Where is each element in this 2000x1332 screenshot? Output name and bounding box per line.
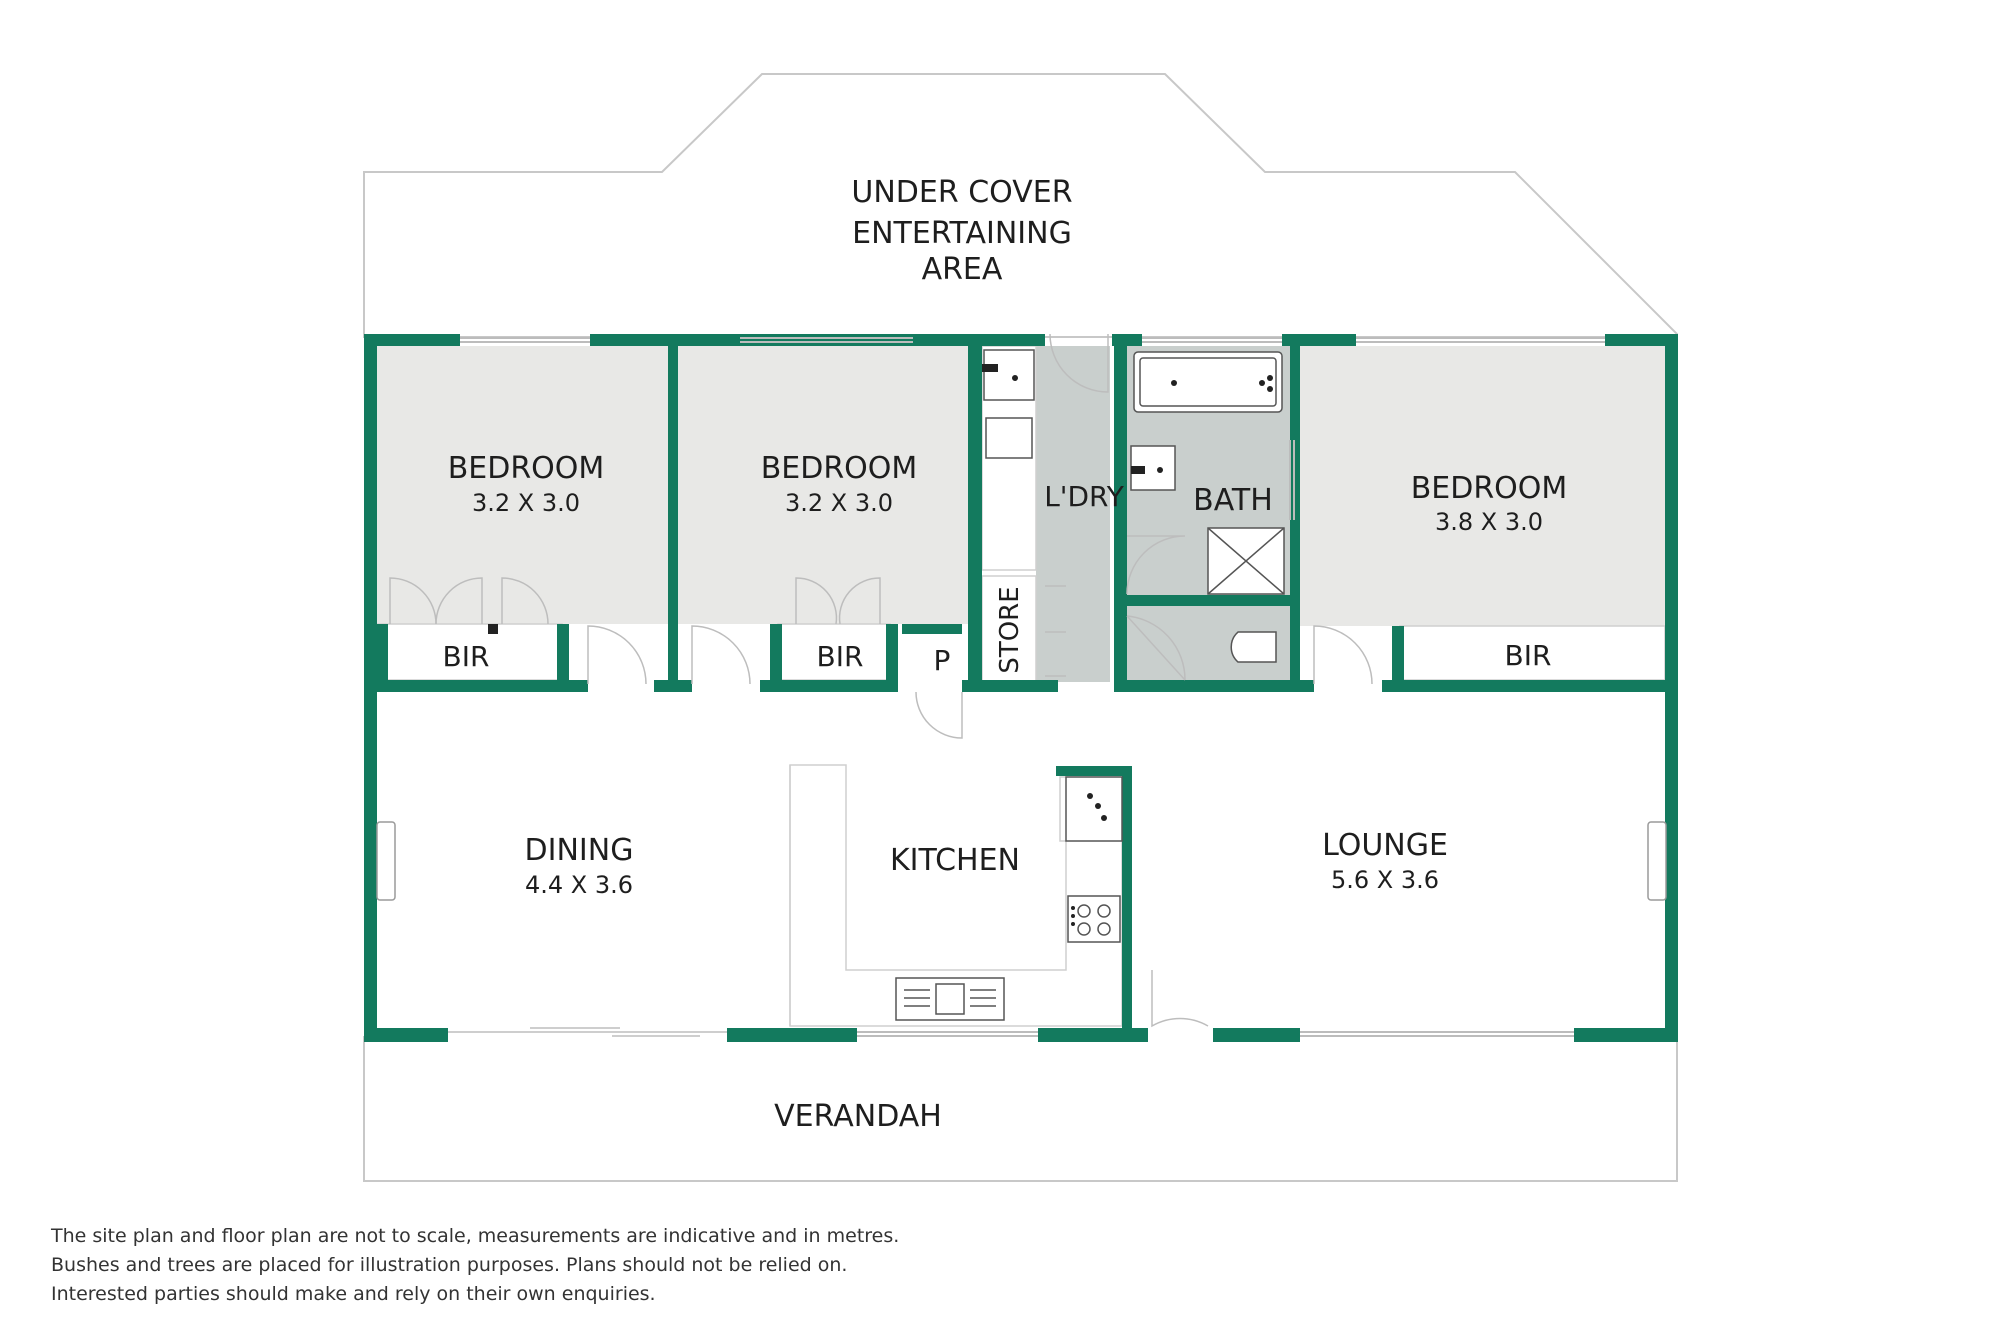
entertaining-label-line3: AREA — [922, 252, 1003, 287]
bedroom-2-name: BEDROOM — [761, 451, 918, 486]
bir-2-outline — [777, 623, 891, 681]
bedroom-3-name: BEDROOM — [1411, 471, 1568, 506]
laundry-fill — [1036, 346, 1110, 682]
lounge-size: 5.6 X 3.6 — [1331, 866, 1439, 894]
dining-name: DINING — [525, 833, 634, 868]
doors — [389, 333, 1373, 1037]
pantry-label: P — [934, 644, 951, 677]
laundry-tub — [983, 349, 1035, 401]
disclaimer-line-2: Bushes and trees are placed for illustra… — [51, 1254, 848, 1276]
bedroom-1-size: 3.2 X 3.0 — [472, 489, 580, 517]
toilet — [1230, 631, 1277, 663]
bir-1-label: BIR — [443, 640, 490, 673]
bathtub — [1133, 351, 1283, 413]
bir-3-label: BIR — [1505, 639, 1552, 672]
bath-label: BATH — [1193, 483, 1273, 518]
heater-right — [1647, 821, 1667, 901]
store-label: STORE — [995, 586, 1025, 673]
verandah-label: VERANDAH — [774, 1099, 942, 1134]
bedroom-2-size: 3.2 X 3.0 — [785, 489, 893, 517]
washing-machine — [985, 417, 1033, 459]
verandah-outline — [363, 1036, 1678, 1182]
store-outline — [981, 575, 1037, 683]
bedroom-1-fill — [376, 346, 673, 624]
bir-2-label: BIR — [817, 640, 864, 673]
kitchen-label: KITCHEN — [890, 843, 1020, 878]
bedroom-3-size: 3.8 X 3.0 — [1435, 508, 1543, 536]
disclaimer-line-1: The site plan and floor plan are not to … — [51, 1225, 900, 1247]
fridge-cupboard — [1065, 776, 1123, 842]
disclaimer: The site plan and floor plan are not to … — [51, 1222, 951, 1309]
disclaimer-line-3: Interested parties should make and rely … — [51, 1283, 656, 1305]
entertaining-label-line1: UNDER COVER — [851, 175, 1072, 210]
heater-left — [376, 821, 396, 901]
lounge-name: LOUNGE — [1322, 828, 1448, 863]
cooktop — [1067, 895, 1121, 943]
bedroom-2-fill — [678, 346, 968, 624]
bedroom-1-name: BEDROOM — [448, 451, 605, 486]
bedroom-3-fill — [1298, 346, 1665, 626]
dining-size: 4.4 X 3.6 — [525, 871, 633, 899]
bir-3-outline — [1399, 625, 1666, 681]
bir-1-outline — [375, 623, 563, 681]
kitchen-sink — [895, 977, 1005, 1021]
entertaining-label-line2: ENTERTAINING — [852, 216, 1072, 251]
laundry-label: L'DRY — [1044, 480, 1125, 513]
windows — [460, 337, 1605, 1037]
